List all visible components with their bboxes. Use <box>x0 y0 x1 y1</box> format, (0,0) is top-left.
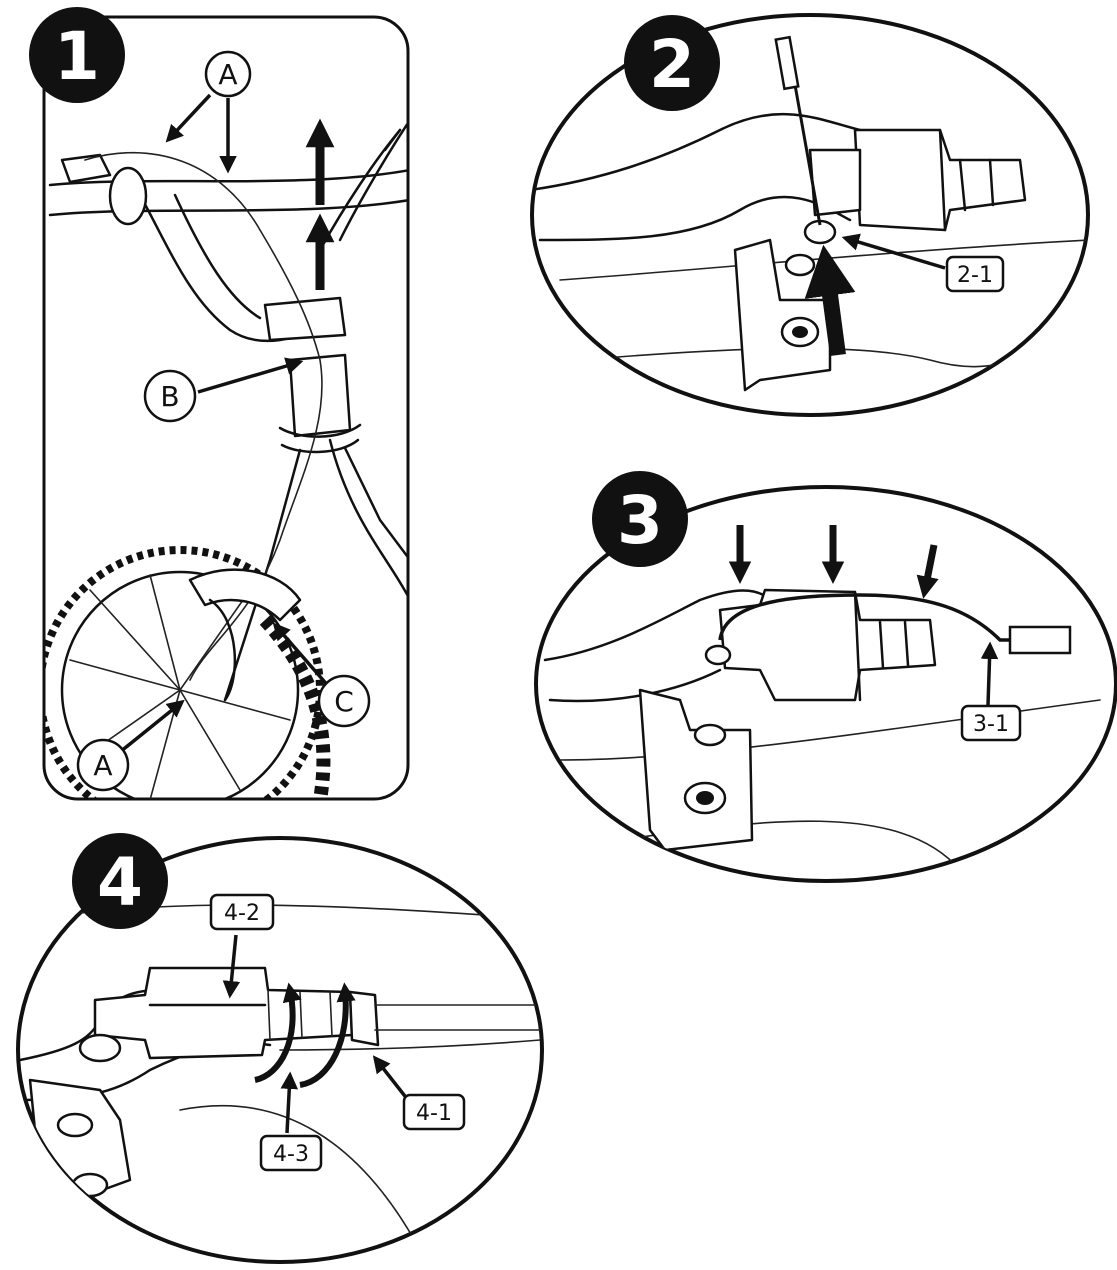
callout-c: C <box>317 674 371 728</box>
svg-text:C: C <box>334 685 354 718</box>
step-1-badge: 1 <box>29 7 125 103</box>
step-2-panel: 2-1 2 <box>530 13 1090 417</box>
label-4-2: 4-2 <box>209 893 275 931</box>
svg-text:3: 3 <box>617 482 663 559</box>
step-4-panel: 4-2 4-1 4-3 4 <box>16 833 544 1264</box>
step-3-badge: 3 <box>592 471 688 567</box>
step-3-panel: 3-1 3 <box>534 471 1117 883</box>
svg-text:1: 1 <box>54 18 100 95</box>
svg-text:B: B <box>160 380 179 413</box>
step-1-panel: A B C A 1 <box>29 7 410 801</box>
svg-text:2-1: 2-1 <box>957 263 993 288</box>
label-2-1: 2-1 <box>945 255 1005 293</box>
label-4-3: 4-3 <box>259 1134 323 1172</box>
svg-text:2: 2 <box>649 26 695 103</box>
svg-text:4-1: 4-1 <box>416 1101 452 1126</box>
svg-text:4-3: 4-3 <box>273 1142 309 1167</box>
callout-a-bottom: A <box>76 738 130 792</box>
label-4-1: 4-1 <box>402 1093 466 1131</box>
label-3-1: 3-1 <box>960 704 1022 742</box>
svg-text:4: 4 <box>97 844 143 921</box>
svg-text:4-2: 4-2 <box>224 901 260 926</box>
callout-b: B <box>143 369 197 423</box>
svg-text:3-1: 3-1 <box>973 712 1009 737</box>
svg-text:A: A <box>93 749 112 782</box>
callout-a-top: A <box>204 50 252 98</box>
step-2-badge: 2 <box>624 15 720 111</box>
step-4-badge: 4 <box>72 833 168 929</box>
svg-text:A: A <box>218 58 237 91</box>
